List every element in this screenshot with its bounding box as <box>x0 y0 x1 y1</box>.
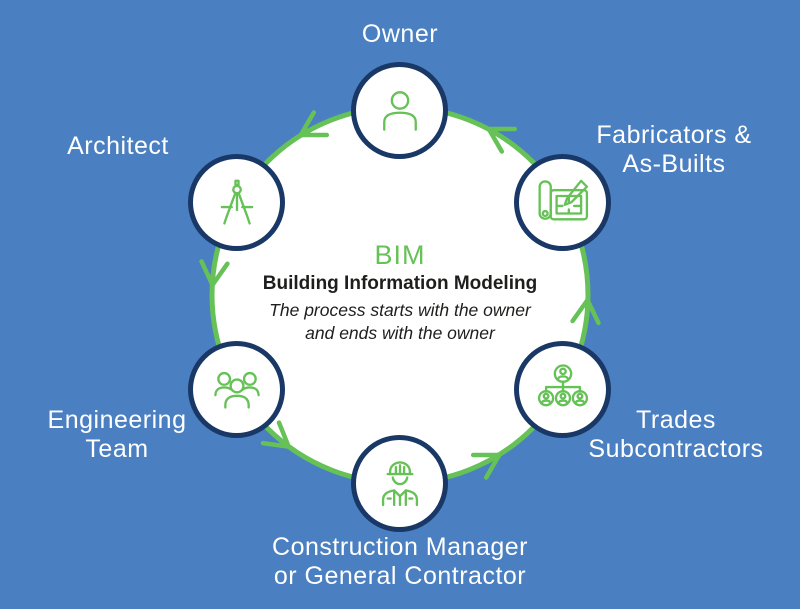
node-construction-manager-label: Construction Manager or General Contract… <box>225 533 575 591</box>
node-architect-label: Architect <box>18 132 218 161</box>
label-line: Team <box>85 435 149 463</box>
node-fabricators-as-builts <box>514 154 611 251</box>
blueprint-pencil-icon <box>538 179 588 220</box>
label-line: or General Contractor <box>273 562 527 590</box>
label-line: Owner <box>361 20 439 48</box>
drafting-compass-icon <box>220 179 253 225</box>
label-line: Architect <box>67 132 169 160</box>
label-line: Fabricators & <box>596 121 752 149</box>
node-fabricators-as-builts-label: Fabricators & As-Builts <box>574 121 774 179</box>
label-line: Subcontractors <box>588 435 764 463</box>
org-chart-icon <box>537 363 588 406</box>
flow-arrow-bottom-left <box>260 420 291 449</box>
center-subtitle: Building Information Modeling <box>262 273 538 294</box>
node-trades-subcontractors-label: Trades Subcontractors <box>576 406 776 464</box>
node-architect <box>188 154 285 251</box>
node-construction-manager <box>351 435 448 532</box>
node-engineering-team <box>188 341 285 438</box>
person-icon <box>382 90 417 131</box>
construction-worker-icon <box>381 460 418 506</box>
flow-arrow-left <box>199 259 230 288</box>
node-engineering-team-label: Engineering Team <box>17 406 217 464</box>
node-owner <box>351 62 448 159</box>
center-tagline-line2: and ends with the owner <box>305 323 495 343</box>
center-tagline-line1: The process starts with the owner <box>269 300 531 320</box>
flow-arrow-top-left <box>298 110 330 138</box>
center-title: BIM <box>374 240 426 270</box>
flow-arrow-right <box>570 297 601 326</box>
center-text-block: BIM Building Information Modeling The pr… <box>230 240 570 345</box>
node-owner-label: Owner <box>300 20 500 49</box>
flow-arrow-bottom-right <box>470 452 502 480</box>
node-trades-subcontractors <box>514 341 611 438</box>
label-line: As-Builts <box>622 150 726 178</box>
label-line: Engineering <box>47 406 187 434</box>
team-icon <box>213 371 260 409</box>
flow-arrow-top-right <box>486 126 518 154</box>
label-line: Trades <box>636 406 716 434</box>
label-line: Construction Manager <box>272 533 528 561</box>
